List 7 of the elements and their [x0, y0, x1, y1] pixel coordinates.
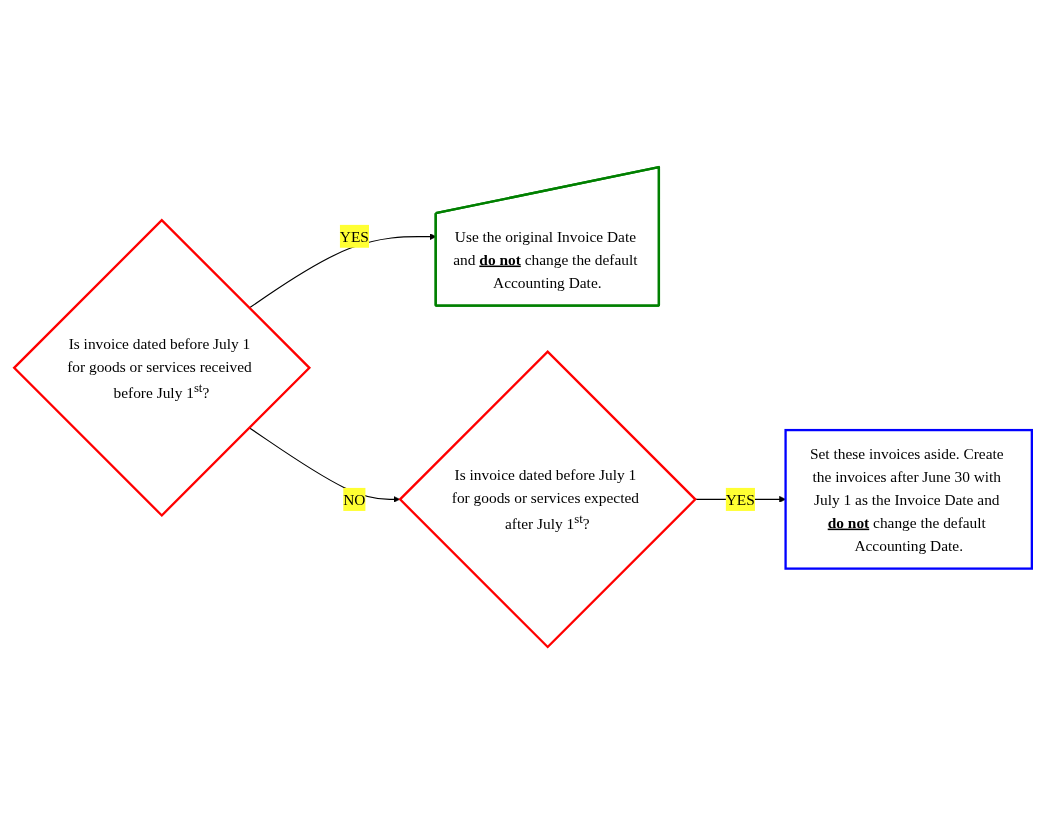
node-diamond: Is invoice dated before July 1 for goods or services expected after July 1$^{st}$? — [398, 349, 697, 649]
arrow — [248, 426, 400, 503]
node-diamond: Is invoice dated before July 1 for goods or services received before July 1$^{st}$? — [12, 218, 312, 517]
edge-label: YES — [725, 490, 755, 508]
edge-label: NO — [343, 490, 366, 508]
edge-label: YES — [339, 227, 369, 245]
node-box: Set these invoices aside. Create the invoices after June 30 with July 1 as the Invoice Date and do not change the default Accounting Date. — [784, 428, 1033, 570]
